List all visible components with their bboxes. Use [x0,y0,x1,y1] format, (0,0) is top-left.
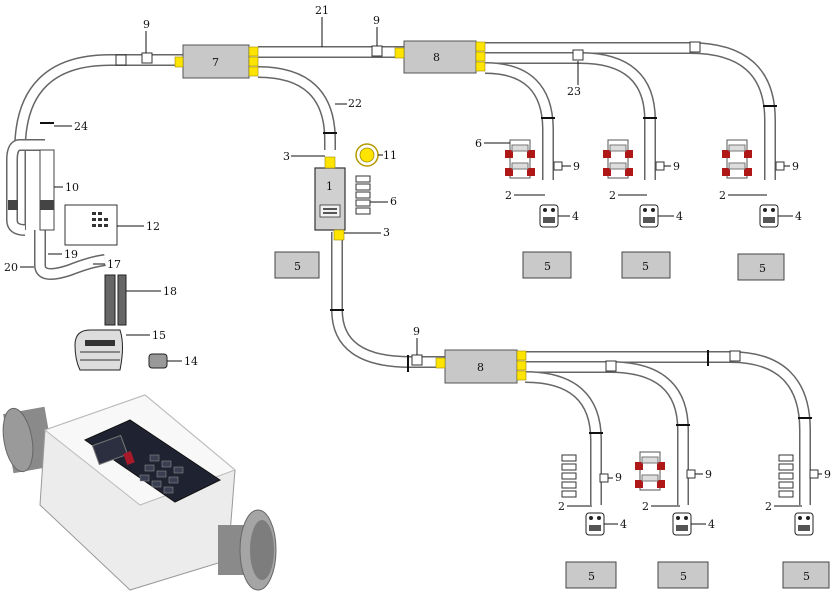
wall-inlet-u3 [759,204,779,228]
tool-rack-lower-3 [778,454,794,498]
accessory-u2 [603,139,633,179]
vacuum-unit-15 [74,274,127,371]
label-18: 18 [163,285,177,298]
separator-10 [8,149,55,231]
label-21: 21 [315,4,329,17]
label-10: 10 [65,181,79,194]
wall-inlet-u2 [639,204,659,228]
label-9-a: 9 [143,18,150,31]
label-9-u1: 9 [573,160,580,173]
label-3-top: 3 [283,150,290,163]
label-4-l1: 4 [620,518,627,531]
label-9-lower-main: 9 [413,325,420,338]
tool-rack-6-center [355,175,371,215]
box5-a: 5 [294,260,301,273]
pipe-clamps [40,105,812,434]
sensor-11 [355,143,379,167]
label-2-u3: 2 [719,189,726,202]
tool-rack-lower-1 [561,454,577,498]
label-2-u2: 2 [609,189,616,202]
hub-8-lower: 8 [435,349,527,384]
label-22: 22 [348,97,362,110]
label-4-u3: 4 [795,210,802,223]
label-3-bottom: 3 [383,226,390,239]
label-2-u1: 2 [505,189,512,202]
control-panel-12 [64,204,118,246]
label-1: 1 [326,180,333,193]
label-23: 23 [567,85,581,98]
box5-f: 5 [680,570,687,583]
label-6-right: 6 [475,137,482,150]
label-9-u3: 9 [792,160,799,173]
label-4-u2: 4 [676,210,683,223]
label-9-l2: 9 [705,468,712,481]
hub-8-upper: 8 [394,40,486,74]
label-2-l2: 2 [642,500,649,513]
accessory-l2 [635,451,665,491]
accessory-stands [505,139,752,491]
central-unit: 1 [314,156,346,241]
wall-inlet-l3 [794,512,814,536]
accessory-u1 [505,139,535,179]
label-8-lower: 8 [477,361,484,374]
box5-d: 5 [759,262,766,275]
label-9-l3: 9 [824,468,831,481]
box5-c: 5 [642,260,649,273]
label-2-l1: 2 [558,500,565,513]
wall-inlet-l1 [585,512,605,536]
filter-14 [148,353,168,369]
label-4-u1: 4 [572,210,579,223]
product-photo [2,394,277,591]
label-17: 17 [107,258,121,271]
label-6-center: 6 [390,195,397,208]
label-9-l1: 9 [615,471,622,484]
room-boxes: 5 5 5 5 5 5 5 [274,251,830,589]
label-19: 19 [64,248,78,261]
label-24: 24 [74,120,88,133]
label-14: 14 [184,355,198,368]
accessory-u3 [722,139,752,179]
label-4-l2: 4 [708,518,715,531]
box5-b: 5 [544,260,551,273]
label-2-l3: 2 [765,500,772,513]
wall-inlet-u1 [539,204,559,228]
label-8-upper: 8 [433,51,440,64]
label-20: 20 [4,261,18,274]
pipe-network [6,42,811,505]
label-12: 12 [146,220,160,233]
label-9-u2: 9 [673,160,680,173]
label-11: 11 [383,149,397,162]
wall-inlet-l2 [672,512,692,536]
label-7: 7 [212,56,219,69]
label-9-b: 9 [373,14,380,27]
callout-labels: 9 21 9 23 22 24 3 11 6 3 6 9 9 9 2 2 2 4 [4,4,831,531]
box5-e: 5 [588,570,595,583]
hub-7: 7 [174,44,259,79]
box5-g: 5 [803,570,810,583]
pipe-fittings [115,41,741,372]
label-15: 15 [152,329,166,342]
